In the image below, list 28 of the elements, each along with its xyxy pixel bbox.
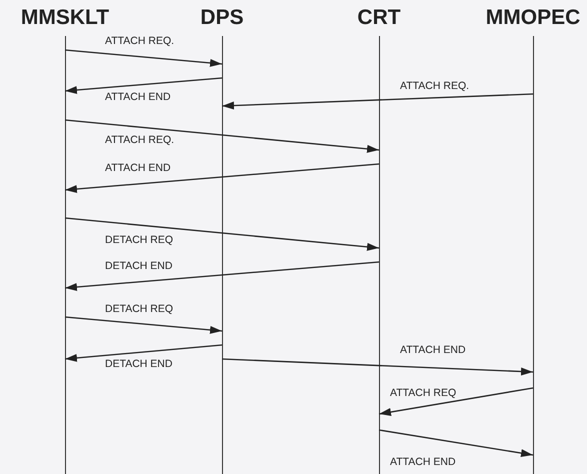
- message-arrow: [64, 119, 380, 153]
- edge-label: DETACH REQ: [105, 234, 174, 247]
- edge-label: DETACH END: [105, 358, 172, 371]
- participant-name: CRT: [357, 5, 401, 31]
- participant-name: MMOPEC: [486, 5, 580, 31]
- edge-label: DETACH REQ: [105, 303, 174, 316]
- edge-label: ATTACH END: [105, 91, 171, 104]
- message-arrow: [222, 358, 534, 376]
- message-arrow: [378, 387, 534, 416]
- edge-label: ATTACH END: [400, 344, 466, 357]
- edge-label: ATTACH END: [390, 456, 456, 469]
- message-arrow: [64, 49, 222, 67]
- message-arrow: [64, 261, 380, 291]
- message-arrow: [64, 77, 222, 94]
- message-arrow: [64, 217, 380, 251]
- participant-name: MMSKLT: [20, 5, 110, 31]
- message-arrow: [64, 163, 380, 193]
- message-arrow: [64, 316, 222, 334]
- edge-label: DETACH END: [105, 260, 172, 273]
- participant-name: DPS: [200, 5, 244, 31]
- message-arrow: [64, 344, 222, 362]
- message-arrow: [222, 93, 534, 110]
- edge-label: ATTACH REQ.: [400, 80, 470, 93]
- edge-label: ATTACH REQ.: [105, 134, 174, 147]
- edge-label: ATTACH REQ: [390, 387, 456, 400]
- edge-label: ATTACH REQ.: [105, 35, 174, 48]
- message-arrow: [378, 429, 534, 458]
- edge-label: ATTACH END: [105, 162, 171, 175]
